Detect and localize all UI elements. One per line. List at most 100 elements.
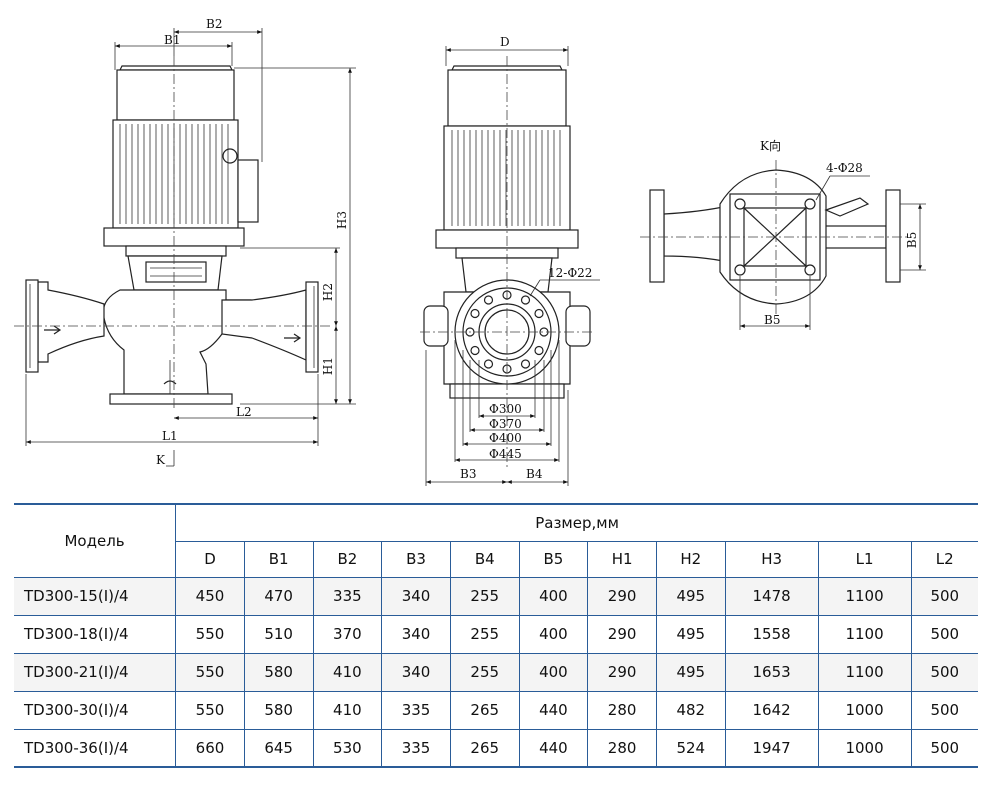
dim-label-phi300: Φ300: [489, 402, 522, 416]
value-cell: 500: [910, 652, 978, 692]
value-cell: 530: [312, 728, 383, 768]
value-cell: 645: [243, 728, 314, 768]
value-cell: 500: [910, 690, 978, 730]
value-cell: 524: [655, 728, 726, 768]
model-cell: TD300-36(I)/4: [14, 728, 177, 768]
value-cell: 1100: [817, 576, 912, 616]
value-cell: 280: [587, 690, 657, 730]
view-label-k: K: [156, 453, 166, 467]
dim-label-l2: L2: [236, 405, 252, 419]
value-cell: 340: [381, 652, 451, 692]
dim-label-h3: H3: [335, 211, 349, 229]
value-cell: 495: [655, 576, 726, 616]
value-cell: 660: [175, 728, 245, 768]
value-cell: 510: [243, 614, 314, 654]
value-cell: 495: [655, 652, 726, 692]
value-cell: 400: [518, 614, 589, 654]
front-view: D 12-Φ22 Φ300 Φ370 Φ400 Φ445 B3 B4: [420, 35, 600, 486]
col-header-b5: B5: [518, 540, 589, 578]
value-cell: 400: [518, 576, 589, 616]
dim-label-b4: B4: [526, 467, 543, 481]
col-header-d: D: [175, 540, 245, 578]
value-cell: 440: [518, 728, 589, 768]
dim-label-h1: H1: [321, 357, 335, 375]
col-header-b3: B3: [381, 540, 451, 578]
value-cell: 265: [449, 690, 520, 730]
value-cell: 482: [655, 690, 726, 730]
value-cell: 335: [381, 728, 451, 768]
value-cell: 1000: [817, 728, 912, 768]
dim-label-b3: B3: [460, 467, 476, 481]
col-header-h1: H1: [587, 540, 657, 578]
value-cell: 500: [910, 576, 978, 616]
value-cell: 255: [449, 652, 520, 692]
dim-label-b2: B2: [206, 17, 222, 31]
value-cell: 290: [587, 576, 657, 616]
dim-label-phi445: Φ445: [489, 447, 522, 461]
value-cell: 450: [175, 576, 245, 616]
value-cell: 290: [587, 614, 657, 654]
k-view-title: K向: [760, 138, 781, 153]
value-cell: 440: [518, 690, 589, 730]
model-header: Модель: [14, 503, 177, 578]
value-cell: 550: [175, 690, 245, 730]
dim-label-h2: H2: [321, 283, 335, 301]
value-cell: 470: [243, 576, 314, 616]
value-cell: 290: [587, 652, 657, 692]
table-row: TD300-21(I)/4 550 580 410 340 255 400 29…: [14, 652, 978, 692]
value-cell: 255: [449, 576, 520, 616]
value-cell: 495: [655, 614, 726, 654]
value-cell: 1100: [817, 652, 912, 692]
dimension-table: Модель Размер,мм D B1 B2 B3 B4 B5 H1 H2 …: [14, 503, 978, 768]
value-cell: 340: [381, 614, 451, 654]
value-cell: 400: [518, 652, 589, 692]
model-cell: TD300-18(I)/4: [14, 614, 177, 654]
size-header: Размер,мм: [175, 503, 978, 542]
value-cell: 335: [312, 576, 383, 616]
value-cell: 500: [910, 728, 978, 768]
col-header-l2: L2: [910, 540, 978, 578]
value-cell: 280: [587, 728, 657, 768]
value-cell: 1642: [724, 690, 819, 730]
col-header-l1: L1: [817, 540, 912, 578]
dim-label-d: D: [500, 35, 510, 49]
col-header-b2: B2: [312, 540, 383, 578]
value-cell: 550: [175, 614, 245, 654]
value-cell: 580: [243, 690, 314, 730]
bolt-label-12-phi22: 12-Φ22: [548, 266, 592, 280]
side-view: B1 B2 H3 H2 H1 L2 L1 K: [14, 17, 356, 467]
table-row: TD300-36(I)/4 660 645 530 335 265 440 28…: [14, 728, 978, 768]
pump-dimension-drawing: B1 B2 H3 H2 H1 L2 L1 K: [14, 17, 926, 486]
k-view: K向 4-Φ28 B5 B5: [640, 138, 926, 330]
model-cell: TD300-15(I)/4: [14, 576, 177, 616]
col-header-b1: B1: [243, 540, 314, 578]
col-header-h3: H3: [724, 540, 819, 578]
value-cell: 1100: [817, 614, 912, 654]
value-cell: 1947: [724, 728, 819, 768]
value-cell: 255: [449, 614, 520, 654]
bolt-label-4-phi28: 4-Φ28: [826, 161, 863, 175]
table-row: TD300-15(I)/4 450 470 335 340 255 400 29…: [14, 576, 978, 616]
table-row: TD300-18(I)/4 550 510 370 340 255 400 29…: [14, 614, 978, 654]
value-cell: 370: [312, 614, 383, 654]
value-cell: 550: [175, 652, 245, 692]
value-cell: 265: [449, 728, 520, 768]
dim-label-b5-bottom: B5: [764, 313, 780, 327]
value-cell: 335: [381, 690, 451, 730]
col-header-b4: B4: [449, 540, 520, 578]
value-cell: 340: [381, 576, 451, 616]
dim-label-b5-side: B5: [905, 232, 919, 248]
value-cell: 500: [910, 614, 978, 654]
model-cell: TD300-21(I)/4: [14, 652, 177, 692]
value-cell: 1478: [724, 576, 819, 616]
table-row: TD300-30(I)/4 550 580 410 335 265 440 28…: [14, 690, 978, 730]
model-cell: TD300-30(I)/4: [14, 690, 177, 730]
value-cell: 1653: [724, 652, 819, 692]
value-cell: 1000: [817, 690, 912, 730]
value-cell: 1558: [724, 614, 819, 654]
value-cell: 410: [312, 652, 383, 692]
dim-label-b1: B1: [164, 33, 180, 47]
dim-label-phi400: Φ400: [489, 431, 522, 445]
value-cell: 410: [312, 690, 383, 730]
dim-label-l1: L1: [162, 429, 178, 443]
